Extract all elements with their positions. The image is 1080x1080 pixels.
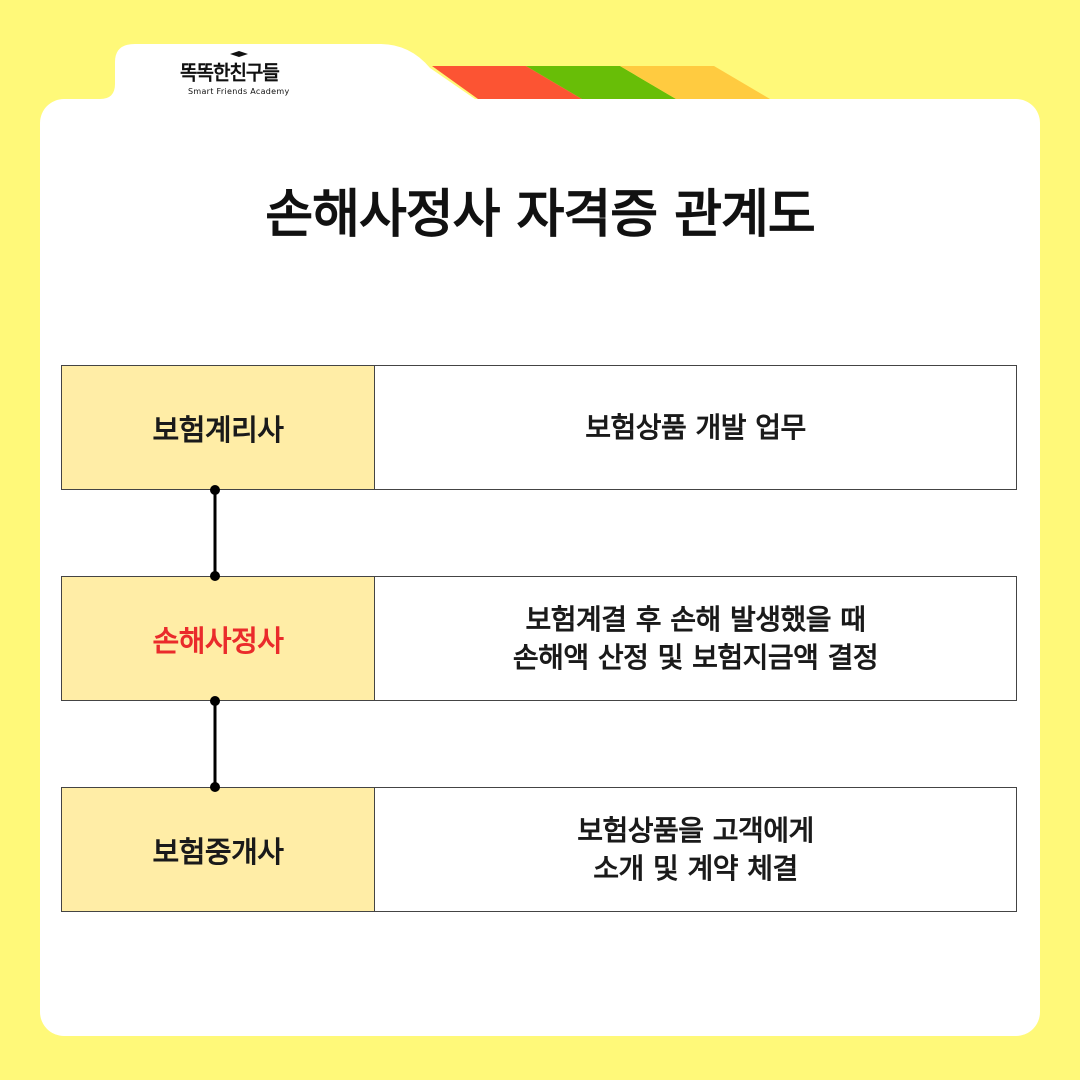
row-description: 보험상품 개발 업무 bbox=[375, 366, 1016, 489]
row-description-line: 보험상품을 고객에게 bbox=[577, 813, 814, 847]
row-description-line: 소개 및 계약 체결 bbox=[593, 851, 798, 885]
relation-row-broker: 보험중개사 보험상품을 고객에게 소개 및 계약 체결 bbox=[61, 787, 1017, 912]
row-label: 보험계리사 bbox=[62, 366, 375, 489]
brand-logo: 똑똑한친구들 Smart Friends Academy bbox=[180, 51, 330, 102]
row-label: 보험중개사 bbox=[62, 788, 375, 911]
row-description-line: 보험상품 개발 업무 bbox=[585, 410, 806, 444]
row-description: 보험계결 후 손해 발생했을 때 손해액 산정 및 보험지금액 결정 bbox=[375, 577, 1016, 700]
stripe-red bbox=[432, 66, 582, 99]
graduation-cap-icon bbox=[230, 51, 248, 57]
page-title: 손해사정사 자격증 관계도 bbox=[265, 185, 815, 245]
row-description-line: 보험계결 후 손해 발생했을 때 bbox=[525, 602, 866, 636]
stripe-green bbox=[526, 66, 676, 99]
relation-row-adjuster: 손해사정사 보험계결 후 손해 발생했을 때 손해액 산정 및 보험지금액 결정 bbox=[61, 576, 1017, 701]
row-description: 보험상품을 고객에게 소개 및 계약 체결 bbox=[375, 788, 1016, 911]
stripe-yellow bbox=[620, 66, 770, 99]
row-label-highlight: 손해사정사 bbox=[62, 577, 375, 700]
logo-wordmark: 똑똑한친구들 bbox=[180, 61, 280, 85]
folder-tab bbox=[40, 44, 770, 99]
row-description-line: 손해액 산정 및 보험지금액 결정 bbox=[512, 640, 879, 674]
relation-row-actuary: 보험계리사 보험상품 개발 업무 bbox=[61, 365, 1017, 490]
logo-subtitle: Smart Friends Academy bbox=[188, 87, 290, 96]
